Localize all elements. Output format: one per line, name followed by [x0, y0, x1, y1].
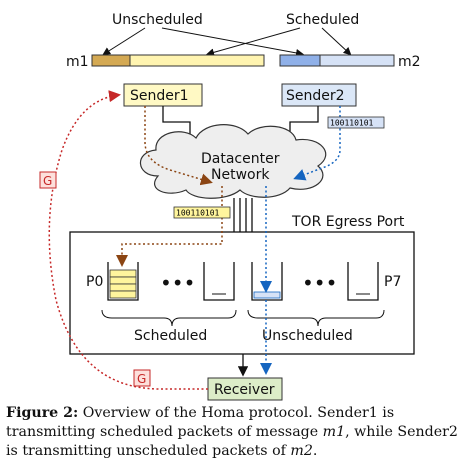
- sender1-label: Sender1: [130, 88, 189, 104]
- scheduled-bottom-label: Scheduled: [134, 328, 207, 344]
- sender1-packet-bits: 100110101: [176, 209, 220, 218]
- p0-label: P0: [86, 274, 103, 290]
- queue-p0: [107, 262, 139, 301]
- m1-scheduled-segment: [129, 54, 265, 67]
- caption-m1: m1: [322, 424, 346, 440]
- p0-packet: [109, 269, 137, 278]
- sender2-packet: [327, 116, 385, 129]
- network-label-line1: Datacenter: [201, 151, 280, 167]
- sender1-link: [162, 106, 191, 138]
- arrow-unscheduled-m1: [102, 27, 146, 56]
- m2-label: m2: [398, 54, 421, 70]
- grant-box-upper: [39, 171, 57, 189]
- queue-scheduled-2: [203, 262, 235, 301]
- receiver-label: Receiver: [214, 382, 275, 398]
- queue-p7: [347, 262, 379, 301]
- p0-packet: [109, 283, 137, 292]
- caption-figure-label: Figure 2:: [6, 405, 79, 421]
- ellipsis-left: •••: [160, 271, 195, 295]
- m1-unscheduled-segment: [91, 54, 131, 67]
- unscheduled-top-label: Unscheduled: [112, 12, 203, 28]
- grant-label-upper: G: [43, 174, 52, 188]
- m2-scheduled-segment: [319, 54, 395, 67]
- scheduled-top-label: Scheduled: [286, 12, 359, 28]
- sender2-flow-to-network: [293, 106, 341, 181]
- sender2-link: [289, 106, 319, 138]
- sender2-box: [281, 83, 357, 107]
- unscheduled-bottom-label: Unscheduled: [262, 328, 353, 344]
- datacenter-network-cloud: [139, 124, 327, 199]
- p0-packet: [109, 276, 137, 285]
- queue-unscheduled-1-packet: [253, 291, 281, 299]
- ellipsis-right: •••: [302, 271, 337, 295]
- arrow-scheduled-m1: [206, 27, 301, 57]
- sender1-packet: [173, 206, 231, 219]
- sender2-packet-bits: 100110101: [330, 119, 374, 128]
- arrow-unscheduled-m2: [161, 27, 304, 57]
- p0-packet: [109, 290, 137, 299]
- caption-text-c: .: [312, 443, 318, 459]
- tor-label: TOR Egress Port: [291, 214, 405, 230]
- caption-text-a: Overview of the Homa protocol. Sender1 i…: [6, 405, 395, 440]
- arrow-scheduled-m2: [321, 27, 352, 56]
- sender1-flow-to-network: [144, 106, 213, 186]
- sender2-label: Sender2: [286, 88, 345, 104]
- p7-label: P7: [384, 274, 401, 290]
- grant-label-lower: G: [137, 372, 146, 386]
- network-label-line2: Network: [211, 167, 270, 183]
- queue-unscheduled-1: [251, 262, 283, 301]
- tor-egress-port-box: [69, 231, 415, 355]
- grant-flow: [48, 90, 208, 390]
- grant-box-lower: [133, 369, 151, 387]
- scheduled-brace: [101, 309, 237, 327]
- m1-label: m1: [66, 54, 89, 70]
- caption-text-b: , while Sender2 is transmitting unschedu…: [6, 424, 458, 459]
- figure-caption: Figure 2: Overview of the Homa protocol.…: [6, 404, 458, 461]
- caption-m2: m2: [290, 443, 313, 459]
- unscheduled-brace: [247, 309, 385, 327]
- m2-unscheduled-segment: [279, 54, 321, 67]
